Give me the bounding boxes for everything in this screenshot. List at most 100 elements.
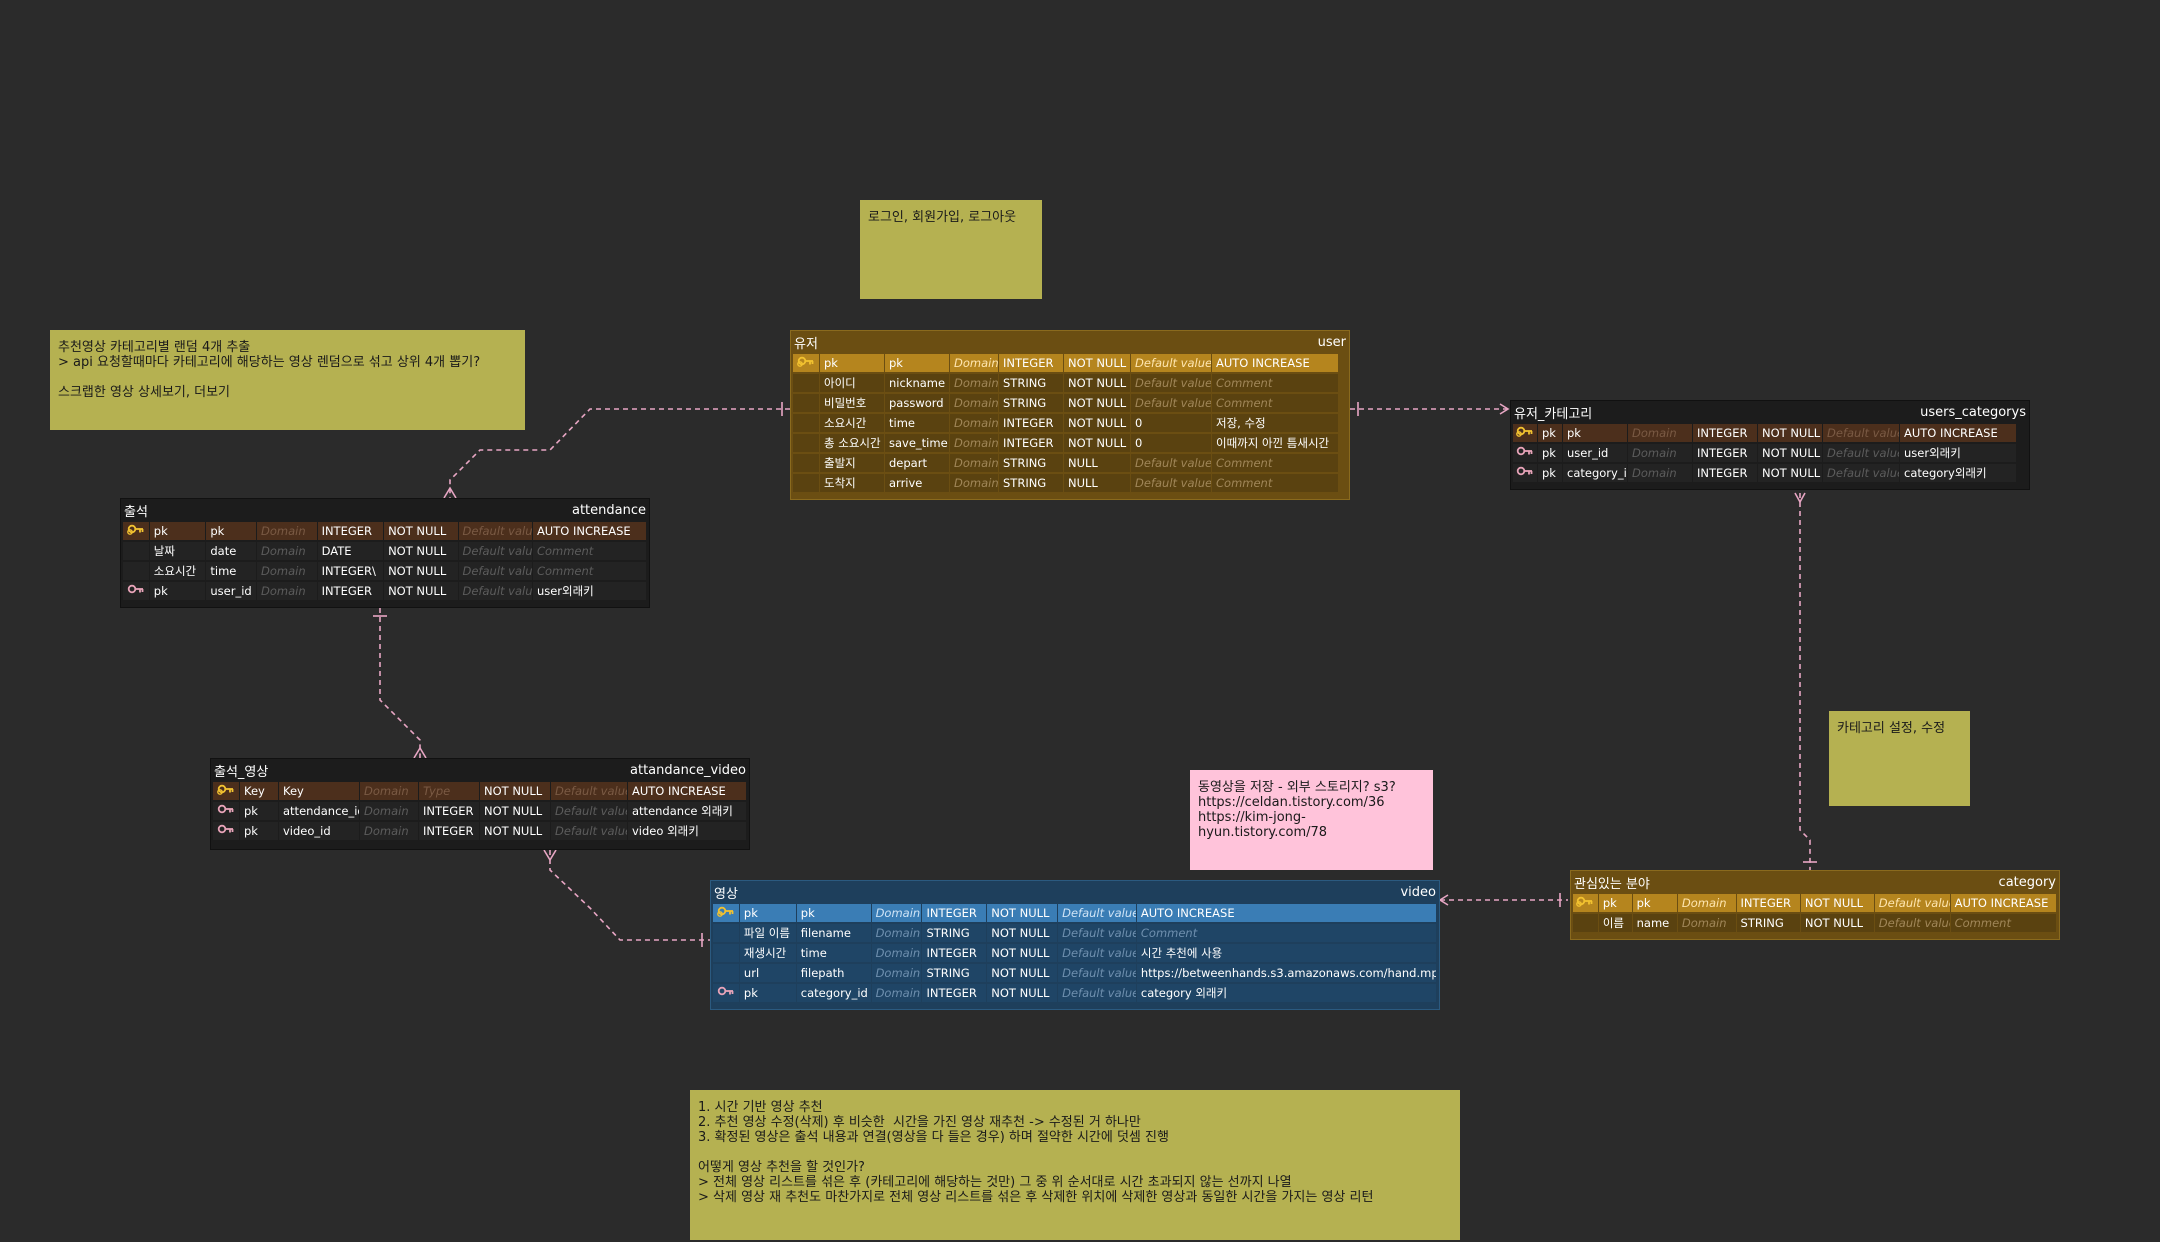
column-domain[interactable]: Domain <box>257 542 317 560</box>
column-type[interactable]: INTEGER <box>922 984 987 1002</box>
column-comment[interactable]: user외래키 <box>1900 444 2016 462</box>
column-type[interactable]: INTEGER <box>1693 444 1757 462</box>
column-comment[interactable]: Comment <box>532 562 647 580</box>
column-comment[interactable]: Comment <box>1212 394 1338 412</box>
column-comment[interactable]: AUTO INCREASE <box>1212 354 1338 372</box>
column-logical-name[interactable]: pk <box>1538 464 1562 482</box>
column-physical-name[interactable]: time <box>796 944 871 962</box>
column-type[interactable]: INTEGER <box>419 822 479 840</box>
column-nullable[interactable]: NOT NULL <box>1758 444 1822 462</box>
column-physical-name[interactable]: attendance_id <box>279 802 359 820</box>
column-nullable[interactable]: NOT NULL <box>1800 914 1874 932</box>
note-storage[interactable]: 동영상을 저장 - 외부 스토리지? s3? https://celdan.ti… <box>1190 770 1433 870</box>
column-comment[interactable]: category 외래키 <box>1136 984 1436 1002</box>
column-default[interactable]: Default value <box>1874 914 1950 932</box>
column-domain[interactable]: Domain <box>950 414 998 432</box>
column-comment[interactable]: Comment <box>1950 914 2056 932</box>
column-type[interactable]: STRING <box>922 964 987 982</box>
column-type[interactable]: INTEGER <box>922 944 987 962</box>
column-nullable[interactable]: NOT NULL <box>384 542 458 560</box>
column-type[interactable]: STRING <box>999 454 1063 472</box>
column-domain[interactable]: Domain <box>360 822 418 840</box>
column-domain[interactable]: Domain <box>871 964 922 982</box>
column-nullable[interactable]: NOT NULL <box>1064 434 1130 452</box>
column-type[interactable]: Type <box>419 782 479 800</box>
column-physical-name[interactable]: save_time <box>885 434 949 452</box>
column-logical-name[interactable]: pk <box>820 354 884 372</box>
column-comment[interactable]: AUTO INCREASE <box>1950 894 2056 912</box>
column-domain[interactable]: Domain <box>257 562 317 580</box>
column-default[interactable]: Default value <box>458 562 532 580</box>
column-physical-name[interactable]: date <box>206 542 257 560</box>
column-nullable[interactable]: NOT NULL <box>987 964 1058 982</box>
column-nullable[interactable]: NOT NULL <box>987 924 1058 942</box>
column-comment[interactable]: Comment <box>532 542 647 560</box>
note-category-setting[interactable]: 카테고리 설정, 수정 <box>1829 711 1970 806</box>
column-physical-name[interactable]: video_id <box>279 822 359 840</box>
column-domain[interactable]: Domain <box>950 354 998 372</box>
column-comment[interactable]: 저장, 수정 <box>1212 414 1338 432</box>
column-logical-name[interactable]: pk <box>149 582 206 600</box>
column-domain[interactable]: Domain <box>950 374 998 392</box>
column-nullable[interactable]: NOT NULL <box>1758 464 1822 482</box>
column-type[interactable]: INTEGER <box>999 414 1063 432</box>
column-default[interactable]: Default value <box>1131 394 1211 412</box>
column-physical-name[interactable]: pk <box>796 904 871 922</box>
column-comment[interactable]: 이때까지 아낀 틈새시간 <box>1212 434 1338 452</box>
column-default[interactable]: Default value <box>1131 454 1211 472</box>
column-nullable[interactable]: NULL <box>1064 474 1130 492</box>
column-type[interactable]: INTEGER <box>1693 424 1757 442</box>
column-nullable[interactable]: NOT NULL <box>987 944 1058 962</box>
column-nullable[interactable]: NULL <box>1064 454 1130 472</box>
column-comment[interactable]: AUTO INCREASE <box>1900 424 2016 442</box>
column-type[interactable]: INTEGER <box>1736 894 1800 912</box>
column-domain[interactable]: Domain <box>950 474 998 492</box>
column-physical-name[interactable]: pk <box>206 522 257 540</box>
column-physical-name[interactable]: time <box>206 562 257 580</box>
column-default[interactable]: Default value <box>551 802 627 820</box>
column-nullable[interactable]: NOT NULL <box>987 984 1058 1002</box>
column-nullable[interactable]: NOT NULL <box>1758 424 1822 442</box>
column-physical-name[interactable]: pk <box>1563 424 1627 442</box>
column-default[interactable]: Default value <box>1874 894 1950 912</box>
column-default[interactable]: Default value <box>1058 904 1136 922</box>
column-physical-name[interactable]: pk <box>885 354 949 372</box>
column-logical-name[interactable]: 이름 <box>1598 914 1632 932</box>
column-default[interactable]: Default value <box>458 542 532 560</box>
column-domain[interactable]: Domain <box>1677 914 1736 932</box>
column-domain[interactable]: Domain <box>871 984 922 1002</box>
column-physical-name[interactable]: password <box>885 394 949 412</box>
column-default[interactable]: Default value <box>1823 424 1899 442</box>
column-type[interactable]: INTEGER <box>922 904 987 922</box>
column-comment[interactable]: Comment <box>1136 924 1436 942</box>
column-domain[interactable]: Domain <box>360 802 418 820</box>
column-default[interactable]: 0 <box>1131 414 1211 432</box>
column-physical-name[interactable]: time <box>885 414 949 432</box>
column-domain[interactable]: Domain <box>1677 894 1736 912</box>
column-domain[interactable]: Domain <box>1628 464 1692 482</box>
column-domain[interactable]: Domain <box>950 434 998 452</box>
column-nullable[interactable]: NOT NULL <box>480 802 550 820</box>
column-logical-name[interactable]: pk <box>739 984 796 1002</box>
column-nullable[interactable]: NOT NULL <box>1064 394 1130 412</box>
column-type[interactable]: INTEGER <box>317 522 384 540</box>
column-physical-name[interactable]: filepath <box>796 964 871 982</box>
column-nullable[interactable]: NOT NULL <box>1064 354 1130 372</box>
column-type[interactable]: INTEGER <box>999 354 1063 372</box>
column-domain[interactable]: Domain <box>257 522 317 540</box>
column-physical-name[interactable]: nickname <box>885 374 949 392</box>
column-logical-name[interactable]: pk <box>149 522 206 540</box>
column-comment[interactable]: 시간 추천에 사용 <box>1136 944 1436 962</box>
